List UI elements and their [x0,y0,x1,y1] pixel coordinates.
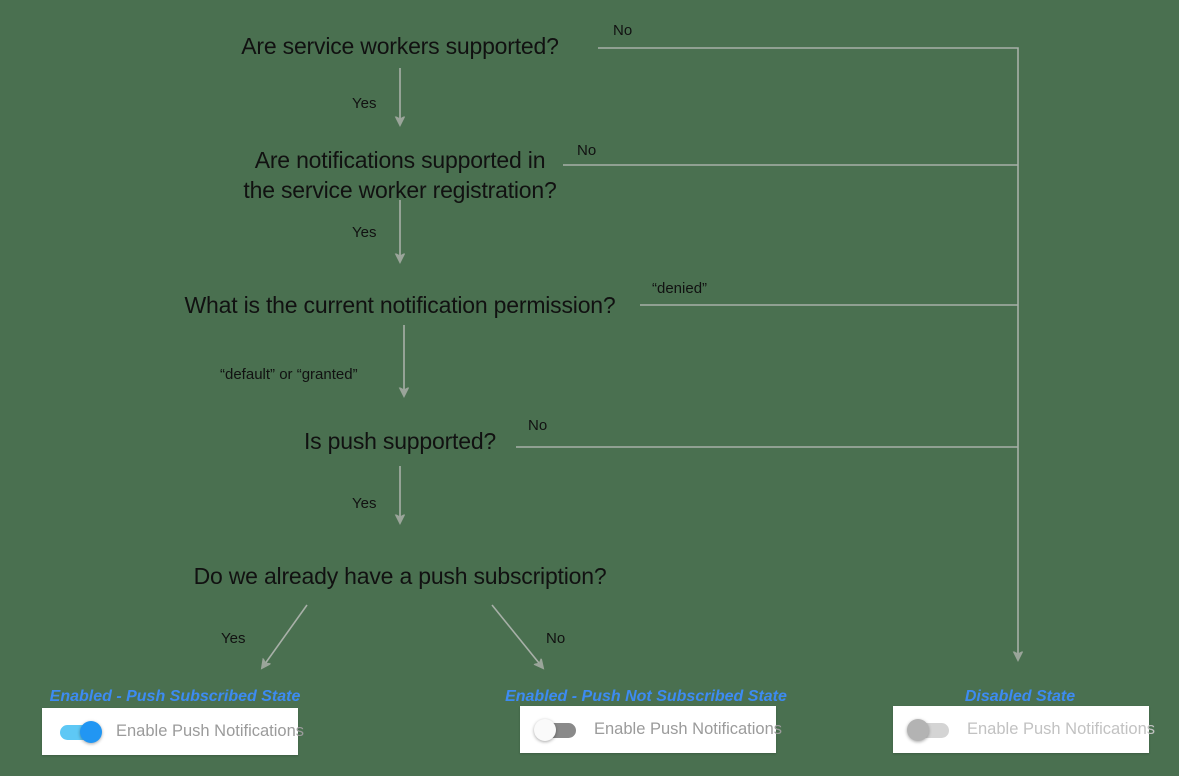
edge-label-q4-no: No [528,417,548,434]
edge-label-q3-default-granted: “default” or “granted” [220,366,358,383]
toggle-switch-off[interactable] [534,718,580,741]
edge-label-q2-yes: Yes [352,224,377,241]
card-label-enable-push: Enable Push Notifications [116,722,305,740]
toggle-knob [80,720,102,743]
state-label-push-not-subscribed: Enabled - Push Not Subscribed State [505,688,787,705]
node-push-supported: Is push supported? [303,428,497,454]
card-label-enable-push: Enable Push Notifications [594,720,783,738]
edge-label-q5-no: No [546,630,566,647]
node-notification-permission: What is the current notification permiss… [184,292,616,318]
toggle-switch-disabled [907,718,953,741]
toggle-knob [907,718,929,741]
edge-q1-no [598,47,1018,660]
edge-label-q3-denied: “denied” [652,280,708,297]
card-disabled: Enable Push Notifications [893,706,1155,753]
card-label-enable-push: Enable Push Notifications [967,720,1156,738]
toggle-switch-on[interactable] [56,720,102,743]
edge-label-q1-yes: Yes [352,95,377,112]
edge-label-q5-yes: Yes [221,630,246,647]
edge-label-q2-no: No [577,142,597,159]
edge-label-q4-yes: Yes [352,495,377,512]
state-label-push-subscribed: Enabled - Push Subscribed State [49,688,301,705]
edge-q5-yes [262,604,308,668]
node-notifications-supported: Are notifications supported in the servi… [243,147,557,203]
toggle-knob [534,718,556,741]
edge-label-q1-no: No [613,22,633,39]
state-label-disabled: Disabled State [964,688,1076,705]
node-service-workers-supported: Are service workers supported? [241,33,559,59]
card-push-subscribed[interactable]: Enable Push Notifications [42,708,304,755]
card-push-not-subscribed[interactable]: Enable Push Notifications [520,706,782,753]
edge-q5-no [491,604,543,668]
node-existing-subscription: Do we already have a push subscription? [193,563,607,589]
